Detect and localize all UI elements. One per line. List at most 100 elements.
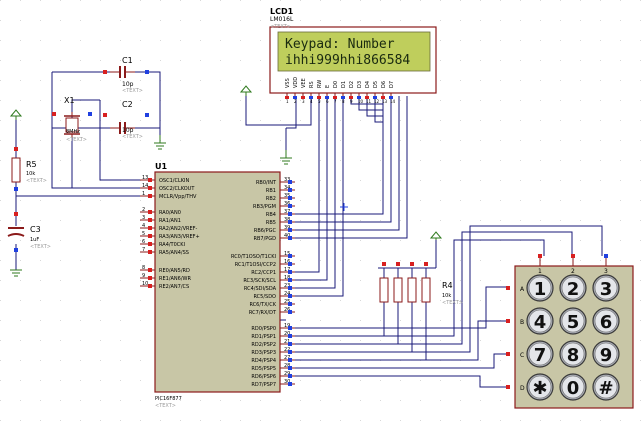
keypad-row-label: D xyxy=(520,385,525,392)
mcu-pin-marker xyxy=(148,210,152,214)
capacitor-c2[interactable]: C2 10p <TEXT> xyxy=(103,100,149,140)
lcd-display[interactable]: Keypad: Number ihhi999hhi866584 LCD1 LM0… xyxy=(269,7,437,104)
mcu-pin-marker xyxy=(288,302,292,306)
x1-ref: X1 xyxy=(64,96,75,105)
mcu-pin-marker xyxy=(148,268,152,272)
lcd-pin-marker xyxy=(357,96,361,99)
keypad-col-label: 3 xyxy=(604,268,608,275)
lcd-pin-label: RW xyxy=(317,80,323,88)
keypad-key-face xyxy=(594,276,618,300)
keypad-key[interactable]: 7 xyxy=(526,340,554,368)
lcd-pin-number: 2 xyxy=(294,99,297,104)
lcd-pin-number: 4 xyxy=(310,99,313,104)
pullup-pin xyxy=(382,262,386,266)
keypad-key[interactable]: 8 xyxy=(559,340,587,368)
mcu-body xyxy=(154,171,281,393)
keypad-key-face xyxy=(594,309,618,333)
mcu-pin-marker xyxy=(288,382,292,386)
r5-value: 10k xyxy=(26,171,35,177)
mcu-pin-label: RD3/PSP3 xyxy=(251,350,276,356)
keypad-col-pin xyxy=(571,254,575,258)
x1-pin1 xyxy=(52,112,56,116)
mcu-pin-number: 26 xyxy=(284,307,290,313)
cursor-crosshair xyxy=(340,203,348,211)
keypad-key[interactable]: 5 xyxy=(559,307,587,335)
pullup-resistor-4[interactable] xyxy=(421,277,431,303)
c1-value: 10p xyxy=(122,81,134,88)
capacitor-c1[interactable]: C1 10p <TEXT> xyxy=(103,56,149,94)
mcu-pin-number: 33 xyxy=(284,177,290,183)
lcd-pin-marker xyxy=(309,96,313,99)
lcd-pin-marker xyxy=(381,96,385,99)
mcu-pin-number: 24 xyxy=(284,291,290,297)
pullup-resistor-1[interactable] xyxy=(379,277,389,303)
keypad-key[interactable]: 0 xyxy=(559,373,587,401)
keypad-row-label: B xyxy=(520,319,524,326)
keypad-key[interactable]: 1 xyxy=(526,274,554,302)
keypad-row-label: A xyxy=(520,286,525,293)
keypad-key[interactable]: 2 xyxy=(559,274,587,302)
mcu-pin-label: RC2/CCP1 xyxy=(251,270,276,276)
keypad-key[interactable]: # xyxy=(592,373,620,401)
pullup-resistor-3[interactable] xyxy=(407,277,417,303)
mcu-pin-label: RB1 xyxy=(266,188,276,194)
keypad-col-pin xyxy=(538,254,542,258)
keypad-key-label: 8 xyxy=(567,345,580,366)
keypad-key[interactable]: 4 xyxy=(526,307,554,335)
pullup-pin xyxy=(424,262,428,266)
r5-pin2 xyxy=(14,187,18,191)
lcd-pin-label: VEE xyxy=(301,78,307,88)
keypad-key[interactable]: 3 xyxy=(592,274,620,302)
c2-pin1 xyxy=(103,113,107,117)
lcd-model: LM016L xyxy=(270,16,294,23)
mcu-pin-marker xyxy=(288,358,292,362)
keypad-key[interactable]: 9 xyxy=(592,340,620,368)
mcu-pin-marker xyxy=(288,254,292,258)
mcu-pin-number: 37 xyxy=(284,209,290,215)
pullup-pin xyxy=(410,262,414,266)
mcu-pin-number: 39 xyxy=(284,225,290,231)
mcu-pin-marker xyxy=(148,226,152,230)
mcu-pin-marker xyxy=(148,178,152,182)
mcu-pin-number: 8 xyxy=(142,265,145,271)
lcd-pin-marker xyxy=(349,96,353,99)
pullup-resistor-2[interactable] xyxy=(393,277,403,303)
lcd-pin-marker xyxy=(317,96,321,99)
mcu-ref: U1 xyxy=(155,162,167,171)
r5-ref: R5 xyxy=(26,160,37,169)
lcd-pin-label: VSS xyxy=(285,78,291,88)
mcu-pin-marker xyxy=(288,334,292,338)
mcu-pin-label: RC1/T1OSI/CCP2 xyxy=(235,262,276,268)
keypad-key-face xyxy=(561,342,585,366)
crystal-x1[interactable]: X1 8MHz <TEXT> xyxy=(52,96,92,143)
lcd-pin-label: D4 xyxy=(365,81,371,88)
mcu-pin-marker xyxy=(288,212,292,216)
lcd-pin-marker xyxy=(365,96,369,99)
mcu-pin-marker xyxy=(288,220,292,224)
keypad-key[interactable]: 6 xyxy=(592,307,620,335)
lcd-pin-number: 3 xyxy=(302,99,305,104)
lcd-pin-number: 12 xyxy=(374,99,380,104)
mcu-model: PIC16F877 xyxy=(155,396,182,402)
pullup-resistor-bank[interactable]: R4 10k <TEXT> xyxy=(379,262,463,306)
mcu-pin-marker xyxy=(288,270,292,274)
lcd-pin-marker xyxy=(285,96,289,99)
mcu-pic16f877[interactable]: U1 PIC16F877 <TEXT> OSC1/CLKIN13OSC2/CLK… xyxy=(140,162,295,409)
lcd-pin-marker xyxy=(301,96,305,99)
capacitor-c3[interactable]: C3 1uF <TEXT> xyxy=(7,212,51,252)
r4-ref: R4 xyxy=(442,281,453,290)
c1-text-tag: <TEXT> xyxy=(122,88,143,94)
mcu-pin-label: RE2/AN7/CS xyxy=(159,284,189,290)
resistor-r5[interactable]: R5 10k <TEXT> xyxy=(11,147,47,191)
mcu-pin-label: RC6/TX/CK xyxy=(249,302,276,308)
mcu-pin-number: 10 xyxy=(142,281,148,287)
mcu-pin-label: RC7/RX/DT xyxy=(249,310,277,316)
mcu-pin-label: RA0/AN0 xyxy=(159,210,181,216)
lcd-line2: ihhi999hhi866584 xyxy=(285,53,410,68)
mcu-pin-label: RC4/SDI/SDA xyxy=(244,286,277,292)
keypad-key[interactable]: ✱ xyxy=(526,373,554,401)
